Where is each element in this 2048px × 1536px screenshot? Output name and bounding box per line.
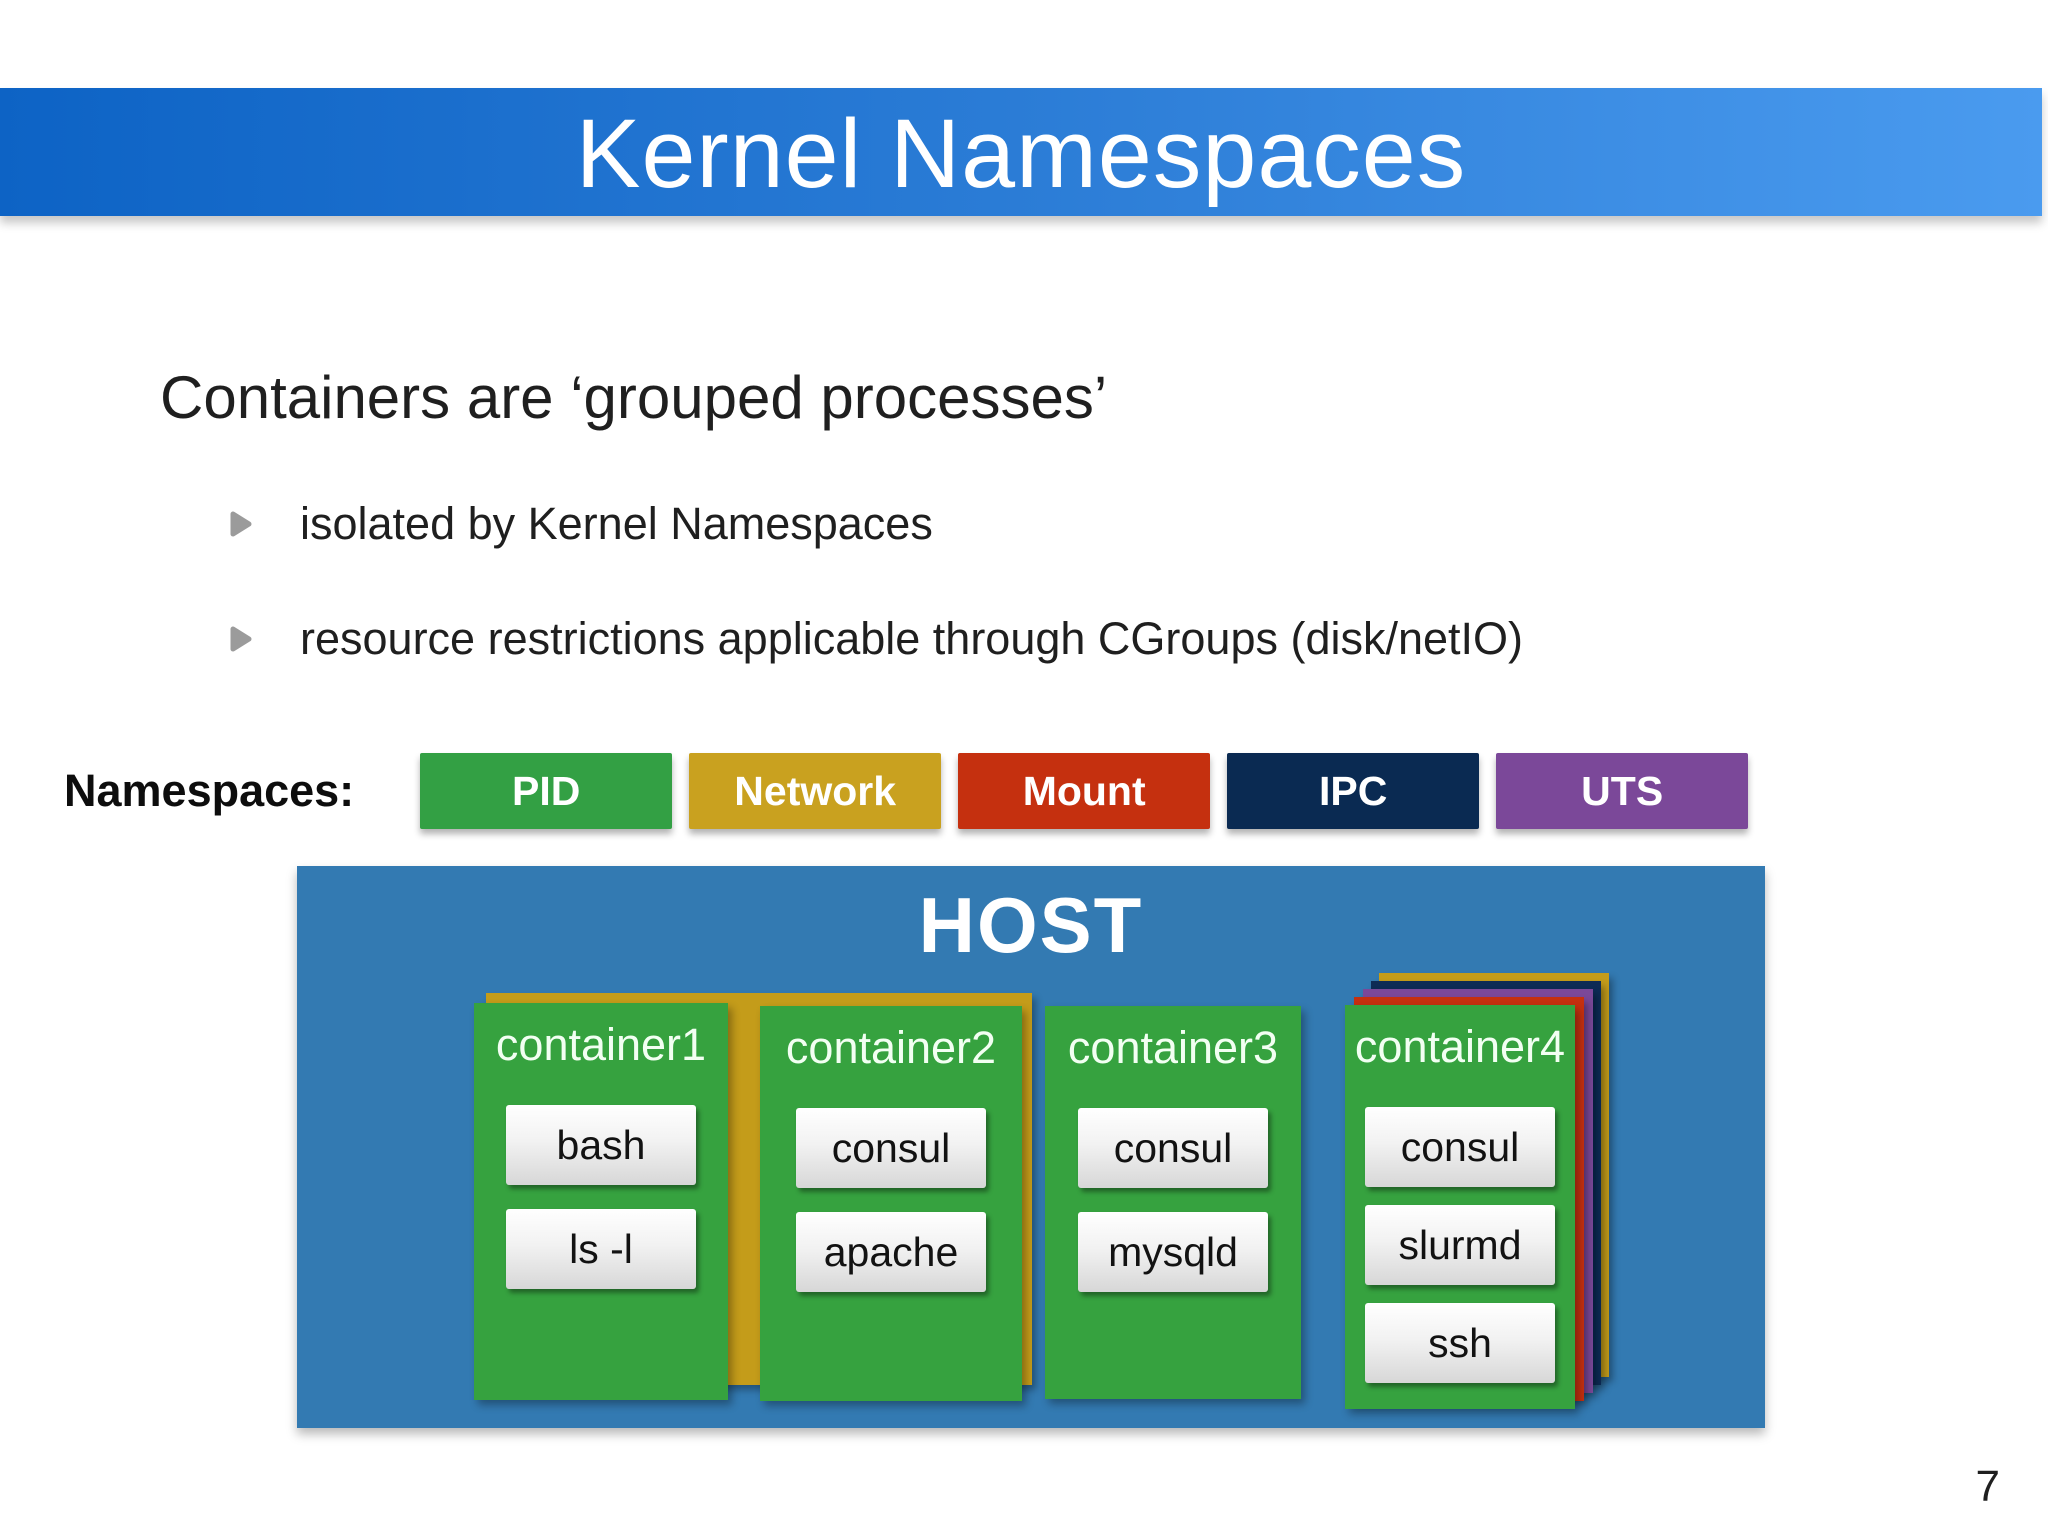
namespaces-row: Namespaces: PID Network Mount IPC UTS: [64, 751, 1749, 831]
process-box: bash: [506, 1105, 696, 1185]
process-box: mysqld: [1078, 1212, 1268, 1292]
process-box: consul: [796, 1108, 986, 1188]
page-number: 7: [1975, 1462, 2000, 1511]
badge-network: Network: [689, 753, 942, 829]
page-title: Kernel Namespaces: [575, 99, 1467, 208]
container-title: container1: [495, 1019, 707, 1070]
bullet-item: resource restrictions applicable through…: [228, 613, 1523, 665]
badge-uts: UTS: [1496, 753, 1749, 829]
badge-pid: PID: [420, 753, 673, 829]
process-box: ls -l: [506, 1209, 696, 1289]
triangle-bullet-icon: [230, 511, 252, 537]
host-box: HOST container1 bash ls -l container2 co…: [297, 866, 1765, 1428]
process-box: apache: [796, 1212, 986, 1292]
namespaces-label: Namespaces:: [64, 765, 355, 816]
badge-mount: Mount: [958, 753, 1211, 829]
bullet-item: isolated by Kernel Namespaces: [228, 498, 933, 550]
process-box: consul: [1078, 1108, 1268, 1188]
container2-card: container2 consul apache: [760, 1006, 1022, 1401]
container3-card: container3 consul mysqld: [1045, 1006, 1301, 1399]
container4-card: container4 consul slurmd ssh: [1345, 1005, 1575, 1409]
container-title: container4: [1354, 1021, 1566, 1072]
triangle-bullet-icon: [230, 626, 252, 652]
process-box: consul: [1365, 1107, 1555, 1187]
process-box: ssh: [1365, 1303, 1555, 1383]
slide-heading: Containers are ‘grouped processes’: [160, 364, 1108, 431]
header-band: Kernel Namespaces: [0, 88, 2042, 216]
host-title: HOST: [918, 881, 1144, 969]
badge-ipc: IPC: [1227, 753, 1480, 829]
process-box: slurmd: [1365, 1205, 1555, 1285]
container-title: container3: [1067, 1022, 1279, 1073]
container-title: container2: [785, 1022, 997, 1073]
bullet-text: isolated by Kernel Namespaces: [300, 498, 933, 549]
namespace-badges: PID Network Mount IPC UTS: [420, 753, 1749, 829]
container1-card: container1 bash ls -l: [474, 1003, 728, 1400]
bullet-text: resource restrictions applicable through…: [300, 613, 1524, 664]
